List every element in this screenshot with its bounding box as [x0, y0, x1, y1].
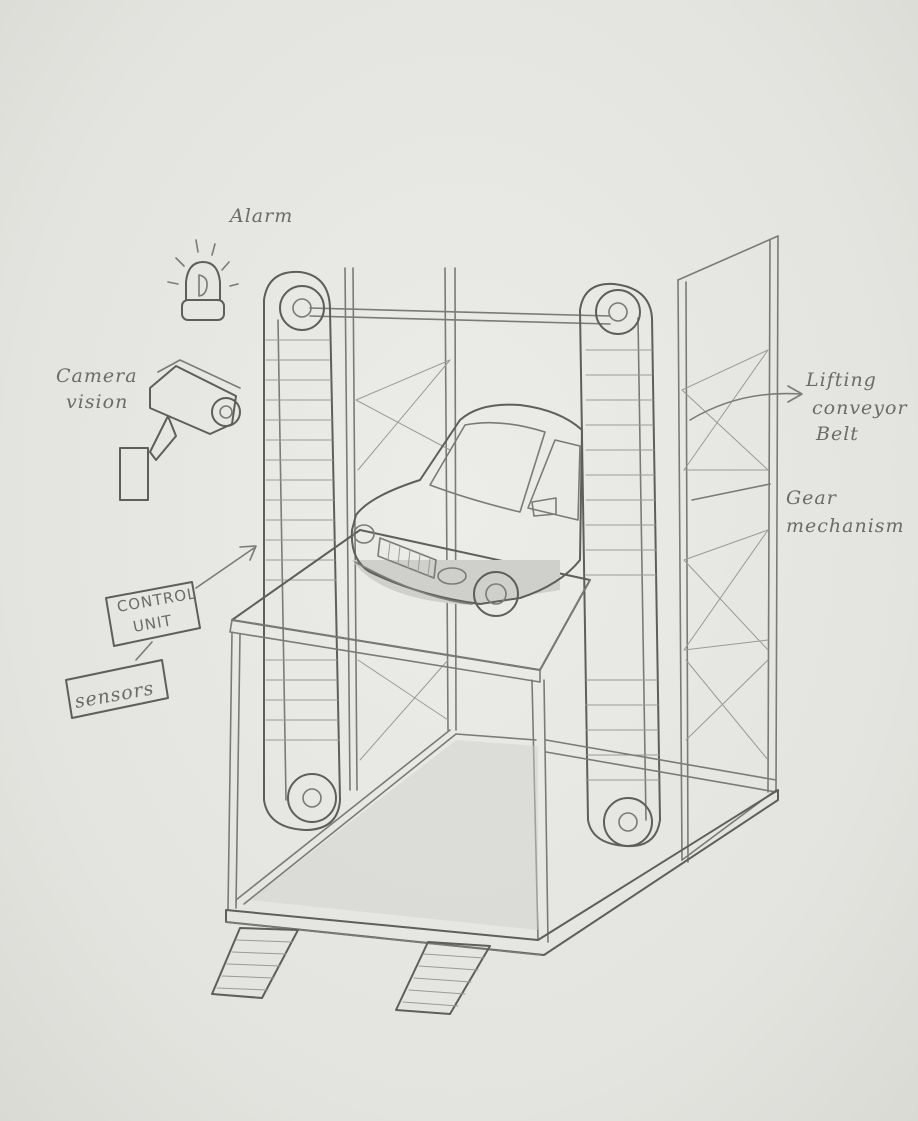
right-conveyor-belt [580, 284, 660, 846]
camera-label-line1: Camera [56, 365, 138, 387]
camera-label-line2: vision [66, 391, 128, 413]
lifting-label-line1: Lifting [805, 369, 877, 391]
security-camera-icon [120, 360, 240, 500]
gear-label-line1: Gear [786, 487, 838, 509]
entry-ramps [212, 928, 490, 1014]
right-tower-frame [678, 236, 778, 862]
alarm-label: Alarm [228, 205, 293, 227]
alarm-beacon-icon [168, 240, 238, 320]
control-label-line2: UNIT [132, 611, 174, 636]
lifting-label-line3: Belt [815, 423, 859, 445]
sensors-label: sensors [73, 677, 156, 713]
annotation-arrows [196, 386, 802, 588]
lifting-label-line2: conveyor [812, 397, 908, 419]
gear-label-line2: mechanism [786, 515, 905, 537]
